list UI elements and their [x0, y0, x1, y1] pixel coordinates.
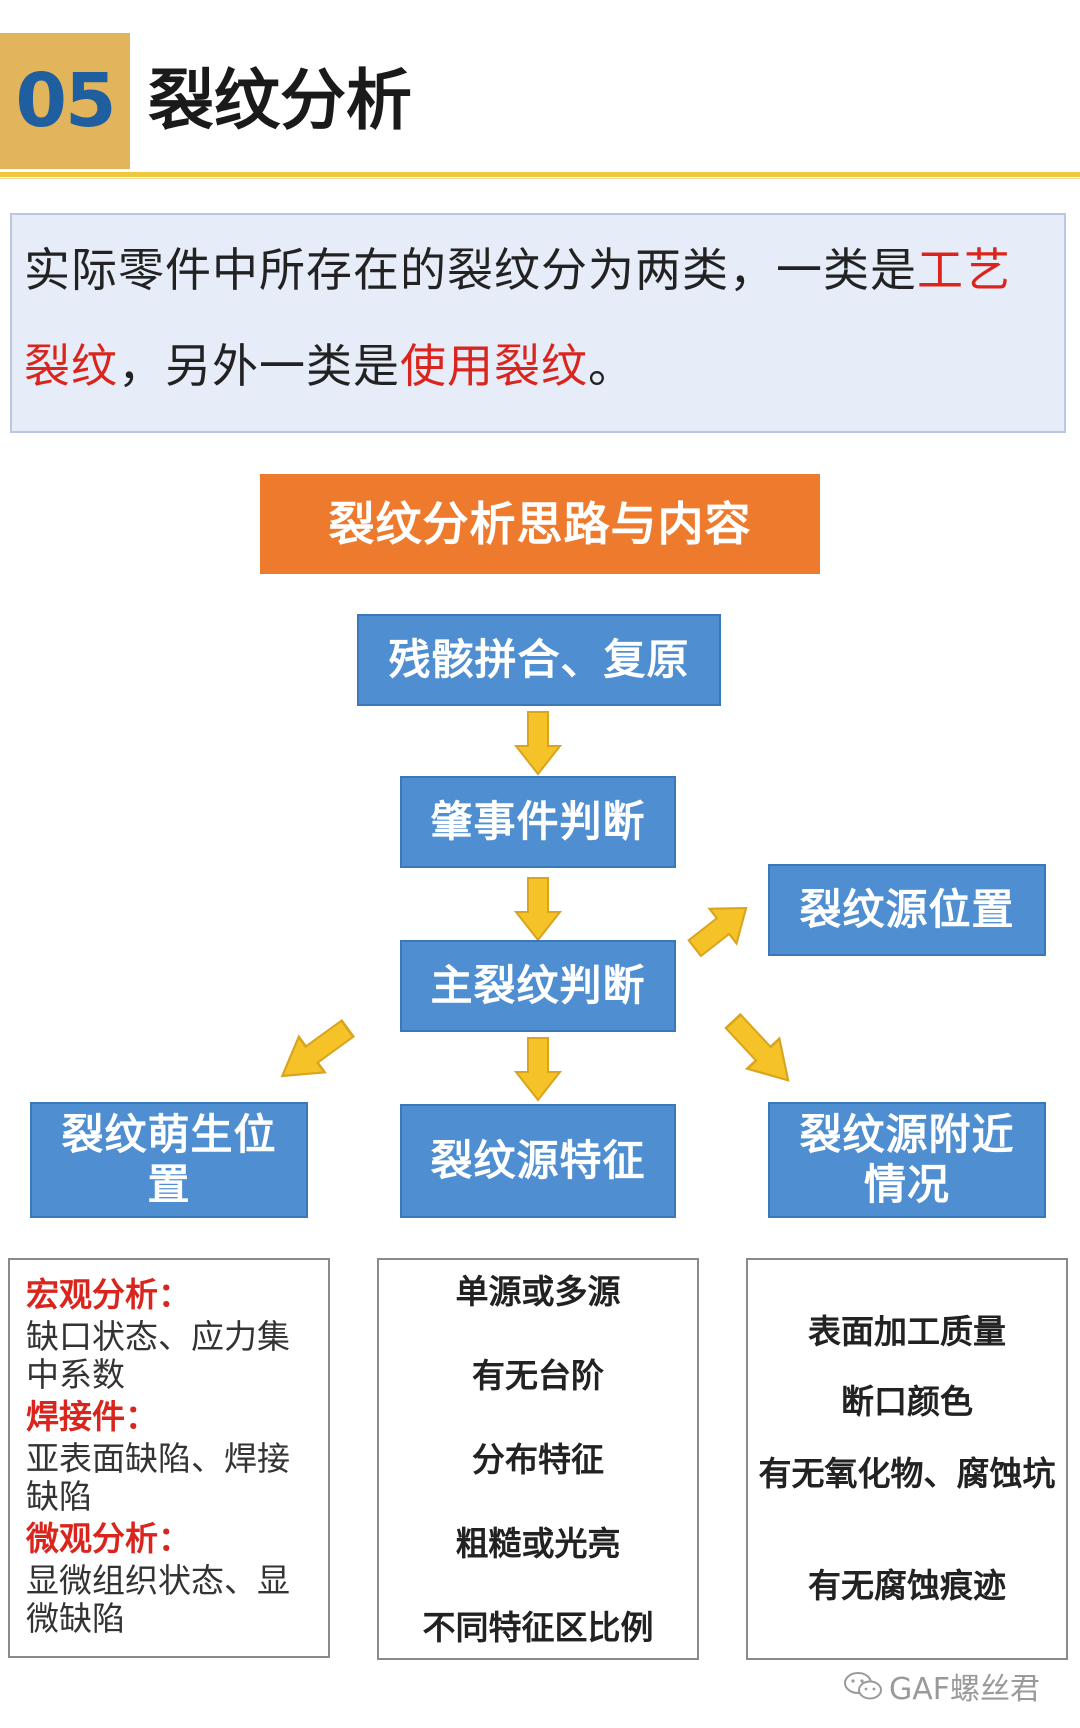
arrow-reassemble-to-trigger	[515, 711, 561, 775]
watermark-text: GAF螺丝君	[888, 1672, 1040, 1707]
detail-text: 缺口状态、应力集中系数	[26, 1317, 290, 1394]
detail-heading: 焊接件：	[26, 1397, 158, 1436]
node-main-crack-judgment: 主裂纹判断	[400, 940, 676, 1032]
node-reassemble: 残骸拼合、复原	[357, 614, 721, 706]
wechat-icon	[843, 1672, 882, 1700]
intro-text-part: ，另外一类是	[118, 339, 400, 393]
watermark: GAF螺丝君	[843, 1664, 1040, 1708]
arrow-main-to-features	[515, 1037, 561, 1101]
intro-box	[10, 213, 1066, 433]
detail-box-initiation: 宏观分析： 缺口状态、应力集中系数 焊接件： 亚表面缺陷、焊接缺陷 微观分析： …	[8, 1258, 330, 1658]
diagram-banner: 裂纹分析思路与内容	[260, 474, 820, 574]
node-crack-source-features: 裂纹源特征	[400, 1104, 676, 1218]
title-underline-thin	[0, 178, 1080, 179]
arrow-main-to-source-position	[680, 889, 761, 967]
intro-highlight-process-crack: 工艺裂纹	[24, 243, 1011, 393]
node-crack-initiation-position: 裂纹萌生位置	[30, 1102, 308, 1218]
detail-item: 断口颜色	[841, 1382, 973, 1421]
detail-item: 粗糙或光亮	[455, 1524, 621, 1563]
node-trigger-judgment: 肇事件判断	[400, 776, 676, 868]
arrow-main-to-initiation	[268, 1009, 362, 1095]
intro-text-part: 。	[588, 339, 635, 393]
intro-text-part: 实际零件中所存在的裂纹分为两类，一类是	[24, 243, 917, 297]
detail-text: 亚表面缺陷、焊接缺陷	[26, 1439, 290, 1516]
intro-text: 实际零件中所存在的裂纹分为两类，一类是工艺裂纹，另外一类是使用裂纹。	[24, 222, 1054, 414]
intro-highlight-service-crack: 使用裂纹	[400, 339, 588, 393]
detail-item: 表面加工质量	[808, 1312, 1006, 1351]
detail-item: 有无台阶	[472, 1356, 604, 1395]
detail-heading: 微观分析：	[26, 1519, 191, 1558]
detail-item: 有无腐蚀痕迹	[808, 1566, 1006, 1605]
detail-item: 分布特征	[472, 1440, 604, 1479]
arrow-trigger-to-main	[515, 877, 561, 941]
detail-box-features: 单源或多源 有无台阶 分布特征 粗糙或光亮 不同特征区比例	[377, 1258, 699, 1660]
detail-item: 单源或多源	[455, 1272, 621, 1311]
section-number-badge: 05	[0, 33, 130, 169]
page-title: 裂纹分析	[148, 62, 412, 139]
node-crack-source-position: 裂纹源位置	[768, 864, 1046, 956]
detail-item: 有无氧化物、腐蚀坑	[758, 1454, 1056, 1493]
detail-text: 显微组织状态、显微缺陷	[26, 1561, 290, 1638]
node-crack-source-vicinity: 裂纹源附近情况	[768, 1102, 1046, 1218]
detail-box-vicinity: 表面加工质量 断口颜色 有无氧化物、腐蚀坑 有无腐蚀痕迹	[746, 1258, 1068, 1660]
detail-item: 不同特征区比例	[422, 1608, 654, 1647]
detail-heading: 宏观分析：	[26, 1275, 191, 1314]
arrow-main-to-vicinity	[715, 1005, 806, 1097]
title-underline	[0, 172, 1080, 177]
